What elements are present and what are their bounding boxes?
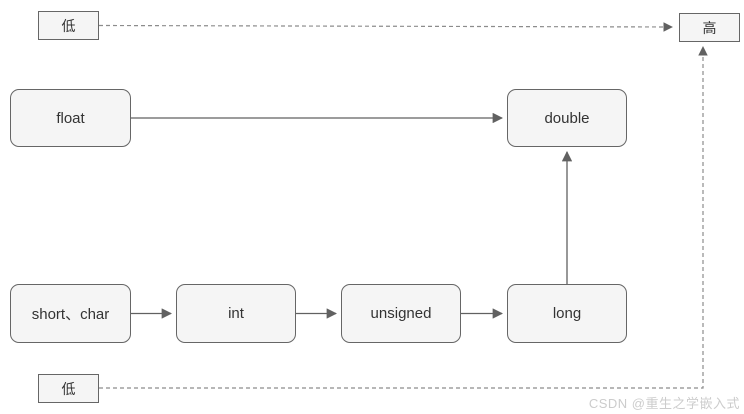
node-unsigned: unsigned [341,284,461,343]
node-long: long [507,284,627,343]
node-int: int [176,284,296,343]
watermark: CSDN @重生之学嵌入式 [588,396,740,411]
arrow-low-to-high-dashed [98,22,673,32]
node-short-char: short、char [10,284,131,343]
node-float: float [10,89,131,147]
arrow-low-to-high-elbow-dashed [99,46,708,389]
node-double: double [507,89,627,147]
node-low-top: 低 [38,11,99,40]
node-low-bottom: 低 [38,374,99,403]
node-high: 高 [679,13,740,42]
